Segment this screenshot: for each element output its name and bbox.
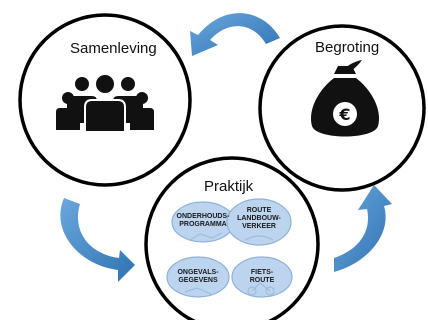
money-bag-euro-icon: €: [310, 60, 380, 137]
item-ongevalsgegevens: ONGEVALS- GEGEVENS: [177, 269, 219, 284]
svg-text:€: €: [338, 105, 350, 124]
item-route-landbouwverkeer: ROUTE LANDBOUW- VERKEER: [237, 207, 281, 230]
arrow-praktijk-to-begroting: [334, 185, 392, 272]
arrow-begroting-to-samenleving: [190, 13, 280, 56]
bubble-sketches: [184, 232, 275, 296]
item-onderhoudsprogramma: ONDERHOUDS- PROGRAMMA: [176, 213, 230, 228]
begroting-label: Begroting: [315, 39, 380, 56]
praktijk-label: Praktijk: [204, 178, 254, 195]
arrow-samenleving-to-praktijk: [60, 198, 135, 282]
bubble-fietsroute: [231, 256, 293, 298]
people-group-icon: [56, 73, 154, 133]
samenleving-label: Samenleving: [70, 40, 157, 57]
bubble-route-landbouwverkeer: [226, 198, 292, 246]
bubble-ongevalsgegevens: [166, 256, 230, 298]
item-fietsroute: FIETS- ROUTE: [249, 269, 275, 284]
